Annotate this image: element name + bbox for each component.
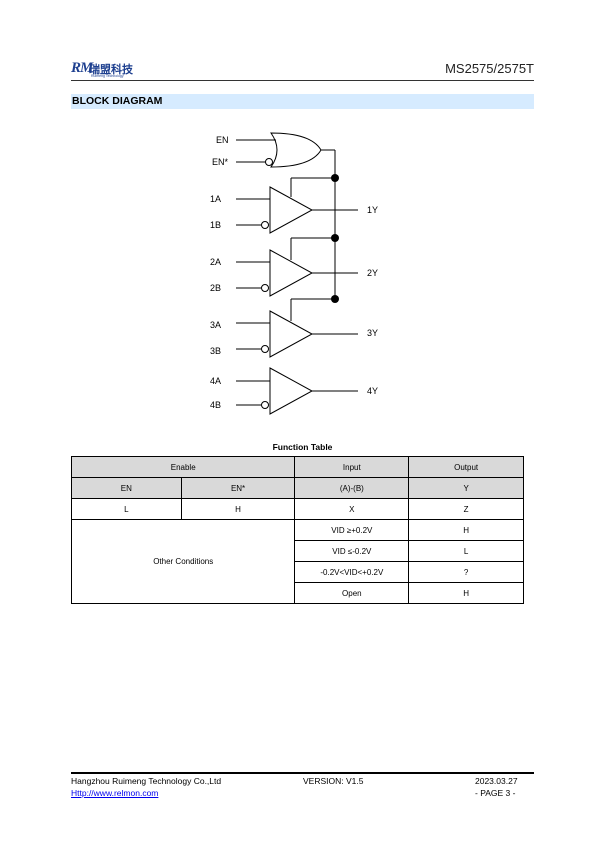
label-3a: 3A [210, 320, 221, 330]
header-output: Output [408, 456, 524, 478]
col-en-bar: EN* [180, 477, 296, 499]
label-4b: 4B [210, 400, 221, 410]
cell-input: VID ≤-0.2V [294, 540, 410, 562]
label-1y: 1Y [367, 205, 378, 215]
section-header: BLOCK DIAGRAM [71, 94, 534, 109]
cell-input: -0.2V<VID<+0.2V [294, 561, 410, 583]
cell-input: VID ≥+0.2V [294, 519, 410, 541]
label-en: EN [216, 135, 229, 145]
table-row: L H X Z [71, 498, 524, 520]
table-group-header-row: Enable Input Output [70, 456, 524, 478]
col-en: EN [71, 477, 182, 499]
section-title: BLOCK DIAGRAM [72, 95, 163, 107]
driver-4-buffer [269, 367, 314, 415]
enable-junction-2 [331, 234, 339, 242]
table-column-header-row: EN EN* (A)-(B) Y [71, 477, 524, 499]
cell-output: Z [408, 498, 524, 520]
label-3b: 3B [210, 346, 221, 356]
cell-output: H [408, 582, 524, 604]
enable-junction-3 [331, 295, 339, 303]
table-row: VID ≤-0.2V L [72, 540, 524, 562]
driver-1-inversion-bubble [261, 221, 269, 229]
col-a-minus-b: (A)-(B) [294, 477, 410, 499]
label-3y: 3Y [367, 328, 378, 338]
label-4a: 4A [210, 376, 221, 386]
header-enable: Enable [70, 456, 296, 478]
table-row: Open H [72, 582, 524, 604]
label-1a: 1A [210, 194, 221, 204]
cell-en: L [71, 498, 182, 520]
page-header: RM 瑞盟科技 Ruimeng Technology MS2575/2575T [71, 58, 534, 80]
driver-4-inversion-bubble [261, 401, 269, 409]
label-en-bar: EN* [212, 157, 229, 167]
driver-1-buffer [269, 186, 314, 234]
function-table: Enable Input Output EN EN* (A)-(B) Y L H… [70, 456, 524, 604]
footer-page-number: - PAGE 3 - [475, 788, 516, 798]
footer-website-link[interactable]: Http://www.relmon.com [71, 788, 159, 798]
function-table-title: Function Table [272, 442, 333, 452]
logo-mark: RM [71, 60, 93, 76]
cell-input: X [294, 498, 410, 520]
footer-company: Hangzhou Ruimeng Technology Co.,Ltd [71, 776, 222, 786]
header-input: Input [294, 456, 410, 478]
part-number: MS2575/2575T [445, 61, 534, 76]
company-logo: RM 瑞盟科技 Ruimeng Technology [71, 60, 141, 80]
col-y: Y [408, 477, 524, 499]
footer-date: 2023.03.27 [475, 776, 518, 786]
block-diagram: EN EN* 1A 1B 1Y 2A 2B 2Y 3A 3B 3Y 4A 4B … [210, 132, 378, 415]
enable-junction-1 [331, 174, 339, 182]
driver-2-inversion-bubble [261, 284, 269, 292]
enable-or-gate [270, 132, 322, 168]
driver-2-buffer [269, 249, 314, 297]
logo-english-name: Ruimeng Technology [91, 74, 124, 78]
table-row: Other Conditions VID ≥+0.2V H [70, 519, 524, 604]
cell-other-conditions: Other Conditions [70, 519, 296, 604]
footer-divider [71, 772, 534, 774]
cell-output: L [408, 540, 524, 562]
label-2a: 2A [210, 257, 221, 267]
label-4y: 4Y [367, 386, 378, 396]
header-divider [71, 80, 534, 81]
en-bar-inversion-bubble [265, 158, 273, 166]
cell-output: H [408, 519, 524, 541]
label-2b: 2B [210, 283, 221, 293]
footer-version: VERSION: V1.5 [303, 776, 364, 786]
driver-3-inversion-bubble [261, 345, 269, 353]
label-2y: 2Y [367, 268, 378, 278]
label-1b: 1B [210, 220, 221, 230]
logo-chinese-name: 瑞盟科技 [89, 64, 133, 76]
cell-input: Open [294, 582, 410, 604]
driver-3-buffer [269, 310, 314, 358]
cell-output: ? [408, 561, 524, 583]
cell-en-bar: H [180, 498, 296, 520]
